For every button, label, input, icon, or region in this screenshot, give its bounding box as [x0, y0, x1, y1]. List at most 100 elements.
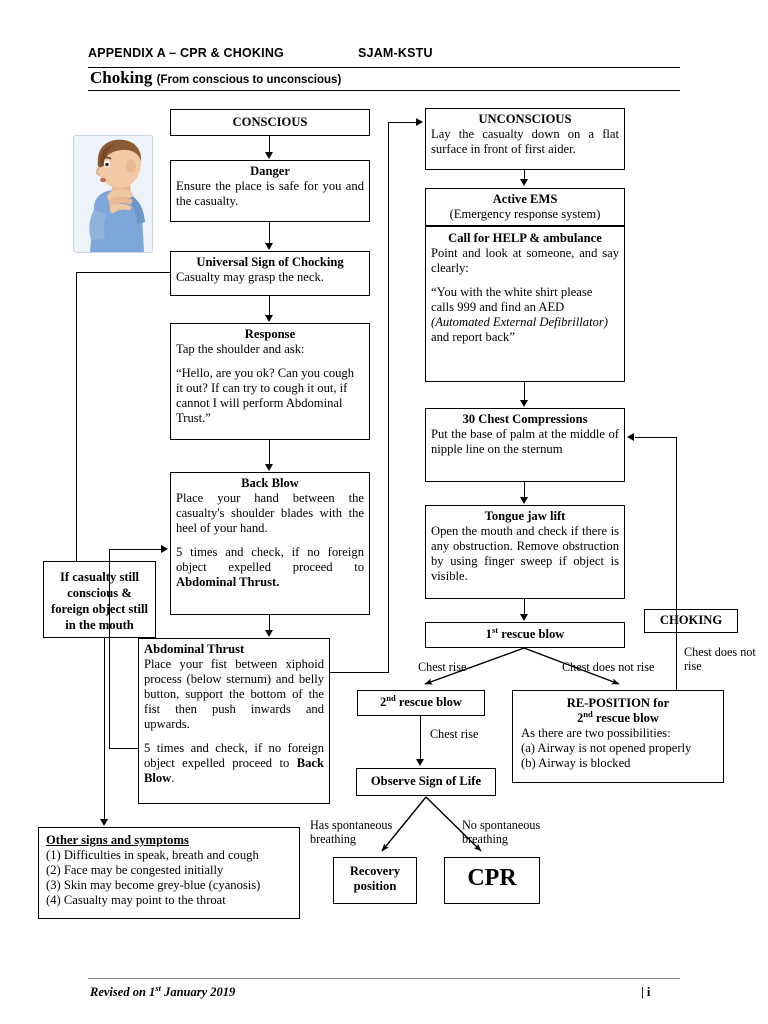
node-second-rescue-blow-title: 2nd rescue blow	[379, 692, 463, 709]
node-choking-tag: CHOKING	[644, 609, 738, 633]
node-active-ems-quote-tail: and report back”	[431, 329, 515, 344]
arrowhead-universal	[265, 243, 273, 250]
edge-label-has-breathing-l1: Has spontaneous	[310, 818, 393, 832]
connector-left-rail-down	[76, 272, 78, 562]
node-observe-sign-of-life: Observe Sign of Life	[356, 768, 496, 796]
node-other-signs: Other signs and symptoms (1) Difficultie…	[38, 827, 300, 919]
node-other-signs-title: Other signs and symptoms	[46, 833, 189, 847]
node-back-blow-body2-strong: Abdominal Thrust.	[176, 574, 280, 589]
spacer	[176, 357, 364, 366]
node-active-ems-quote-italic: (Automated External Defibrillator)	[431, 314, 608, 329]
node-tongue-jaw-lift-title: Tongue jaw lift	[484, 509, 566, 523]
node-other-signs-item-4: (4) Casualty may point to the throat	[46, 892, 226, 907]
edge-label-chest-rise-second: Chest rise	[430, 727, 479, 741]
node-back-blow-body2-pre: 5 times and check, if no foreign object …	[176, 544, 364, 574]
node-reposition-title-2: 2nd rescue blow	[576, 708, 660, 725]
footer-revised-date: Revised on 1st January 2019	[90, 982, 236, 999]
connector-ems-compressions	[524, 382, 526, 400]
arrowhead-first-blow	[520, 614, 528, 621]
arrowhead-othersigns	[100, 819, 108, 826]
edge-label-no-breathing: No spontaneous breathing	[462, 818, 562, 847]
arrowhead-backblow	[265, 464, 273, 471]
node-response-quote: “Hello, are you ok? Can you cough it out…	[176, 365, 355, 425]
node-still-conscious: If casualty still conscious & foreign ob…	[43, 561, 156, 638]
node-conscious: CONSCIOUS	[170, 109, 370, 136]
node-other-signs-item-3: (3) Skin may become grey-blue (cyanosis)	[46, 877, 261, 892]
node-back-blow-body2: 5 times and check, if no foreign object …	[176, 545, 364, 590]
arrowhead-tongue	[520, 497, 528, 504]
connector-backblow-abdominal	[269, 615, 271, 631]
node-still-conscious-text: If casualty still conscious & foreign ob…	[51, 570, 148, 633]
connector-tongue-first-blow	[524, 599, 526, 614]
organization-label: SJAM-KSTU	[358, 46, 433, 60]
node-choking-tag-title: CHOKING	[659, 613, 723, 627]
connector-stillconscious-othersigns	[104, 638, 106, 820]
edge-label-chest-not-rise: Chest does not rise	[562, 660, 655, 674]
node-back-blow-body: Place your hand between the casualty's s…	[176, 490, 364, 535]
node-active-ems-subtitle: (Emergency response system)	[449, 206, 601, 221]
connector-loop-backblow-vert	[109, 549, 111, 562]
node-reposition-title-1: RE-POSITION for	[566, 696, 670, 710]
node-recovery-title-2: position	[353, 878, 397, 893]
arrowhead-unconscious	[416, 118, 423, 126]
edge-label-no-breathing-l1: No spontaneous	[462, 818, 541, 832]
connector-second-blow-observe	[420, 716, 422, 760]
edge-label-chest-not-rise-right: Chest does not rise	[684, 645, 768, 674]
edge-label-has-breathing: Has spontaneous breathing	[310, 818, 414, 847]
arrowhead-ems	[520, 179, 528, 186]
arrowhead-response	[265, 315, 273, 322]
node-chest-compressions-body: Put the base of palm at the middle of ni…	[431, 426, 619, 456]
node-universal-sign: Universal Sign of Chocking Casualty may …	[170, 251, 370, 296]
connector-feedback-horiz	[635, 437, 677, 439]
node-abdominal-thrust: Abdominal Thrust Place your fist between…	[138, 638, 330, 804]
edge-label-chest-rise: Chest rise	[418, 660, 467, 674]
footer-rule	[88, 978, 680, 979]
node-active-ems-quote-1: “You with the white shirt please	[431, 284, 593, 299]
edge-label-no-breathing-l2: breathing	[462, 832, 509, 847]
connector-right-rail-up	[388, 122, 390, 673]
connector-into-unconscious	[388, 122, 417, 124]
connector-abdominal-left-up	[109, 562, 111, 749]
node-other-signs-item-1: (1) Difficulties in speak, breath and co…	[46, 847, 259, 862]
node-chest-compressions-title: 30 Chest Compressions	[462, 412, 588, 426]
node-reposition-item-a: (a) Airway is not opened properly	[521, 740, 692, 755]
node-abdominal-thrust-body2-strong: Back Blow	[144, 755, 324, 785]
node-abdominal-thrust-body2-post: .	[171, 770, 175, 785]
boy-choking-icon	[74, 136, 152, 252]
node-abdominal-thrust-title: Abdominal Thrust	[144, 642, 245, 656]
node-observe-title: Observe Sign of Life	[370, 774, 482, 788]
connector-universal-response	[269, 296, 271, 315]
connector-response-backblow	[269, 440, 271, 464]
arrowhead-compressions-feedback	[627, 433, 634, 441]
connector-danger-universal	[269, 222, 271, 244]
edge-label-has-breathing-l2: breathing	[310, 832, 357, 847]
arrowhead-compressions	[520, 400, 528, 407]
appendix-heading: APPENDIX A – CPR & CHOKING	[88, 46, 284, 60]
node-back-blow: Back Blow Place your hand between the ca…	[170, 472, 370, 615]
node-recovery-title-1: Recovery	[349, 864, 401, 878]
connector-compressions-tongue	[524, 482, 526, 497]
node-danger-body: Ensure the place is safe for you and the…	[176, 178, 364, 208]
node-conscious-title: CONSCIOUS	[232, 115, 308, 129]
node-tongue-jaw-lift: Tongue jaw lift Open the mouth and check…	[425, 505, 625, 599]
node-cpr: CPR	[444, 857, 540, 904]
connector-unconscious-ems	[524, 170, 526, 180]
ems-divider	[426, 224, 624, 227]
connector-conscious-danger	[269, 136, 271, 153]
node-danger: Danger Ensure the place is safe for you …	[170, 160, 370, 222]
arrowhead-backblow-loop	[161, 545, 168, 553]
node-abdominal-thrust-body: Place your fist between xiphoid process …	[144, 656, 324, 731]
node-abdominal-thrust-body2-pre: 5 times and check, if no foreign object …	[144, 740, 324, 770]
header-rule-top	[88, 67, 680, 68]
connector-feedback-vert	[676, 437, 678, 690]
node-active-ems-call-body: Point and look at someone, and say clear…	[431, 245, 619, 275]
node-unconscious-title: UNCONSCIOUS	[478, 112, 572, 126]
node-first-rescue-blow: 1st rescue blow	[425, 622, 625, 648]
node-active-ems-title: Active EMS	[492, 192, 558, 206]
node-first-rescue-blow-title: 1st rescue blow	[485, 624, 565, 641]
node-second-rescue-blow: 2nd rescue blow	[357, 690, 485, 716]
page-subtitle: (From conscious to unconscious)	[156, 74, 342, 86]
arrowhead-danger	[265, 152, 273, 159]
node-back-blow-title: Back Blow	[241, 476, 299, 490]
node-chest-compressions: 30 Chest Compressions Put the base of pa…	[425, 408, 625, 482]
